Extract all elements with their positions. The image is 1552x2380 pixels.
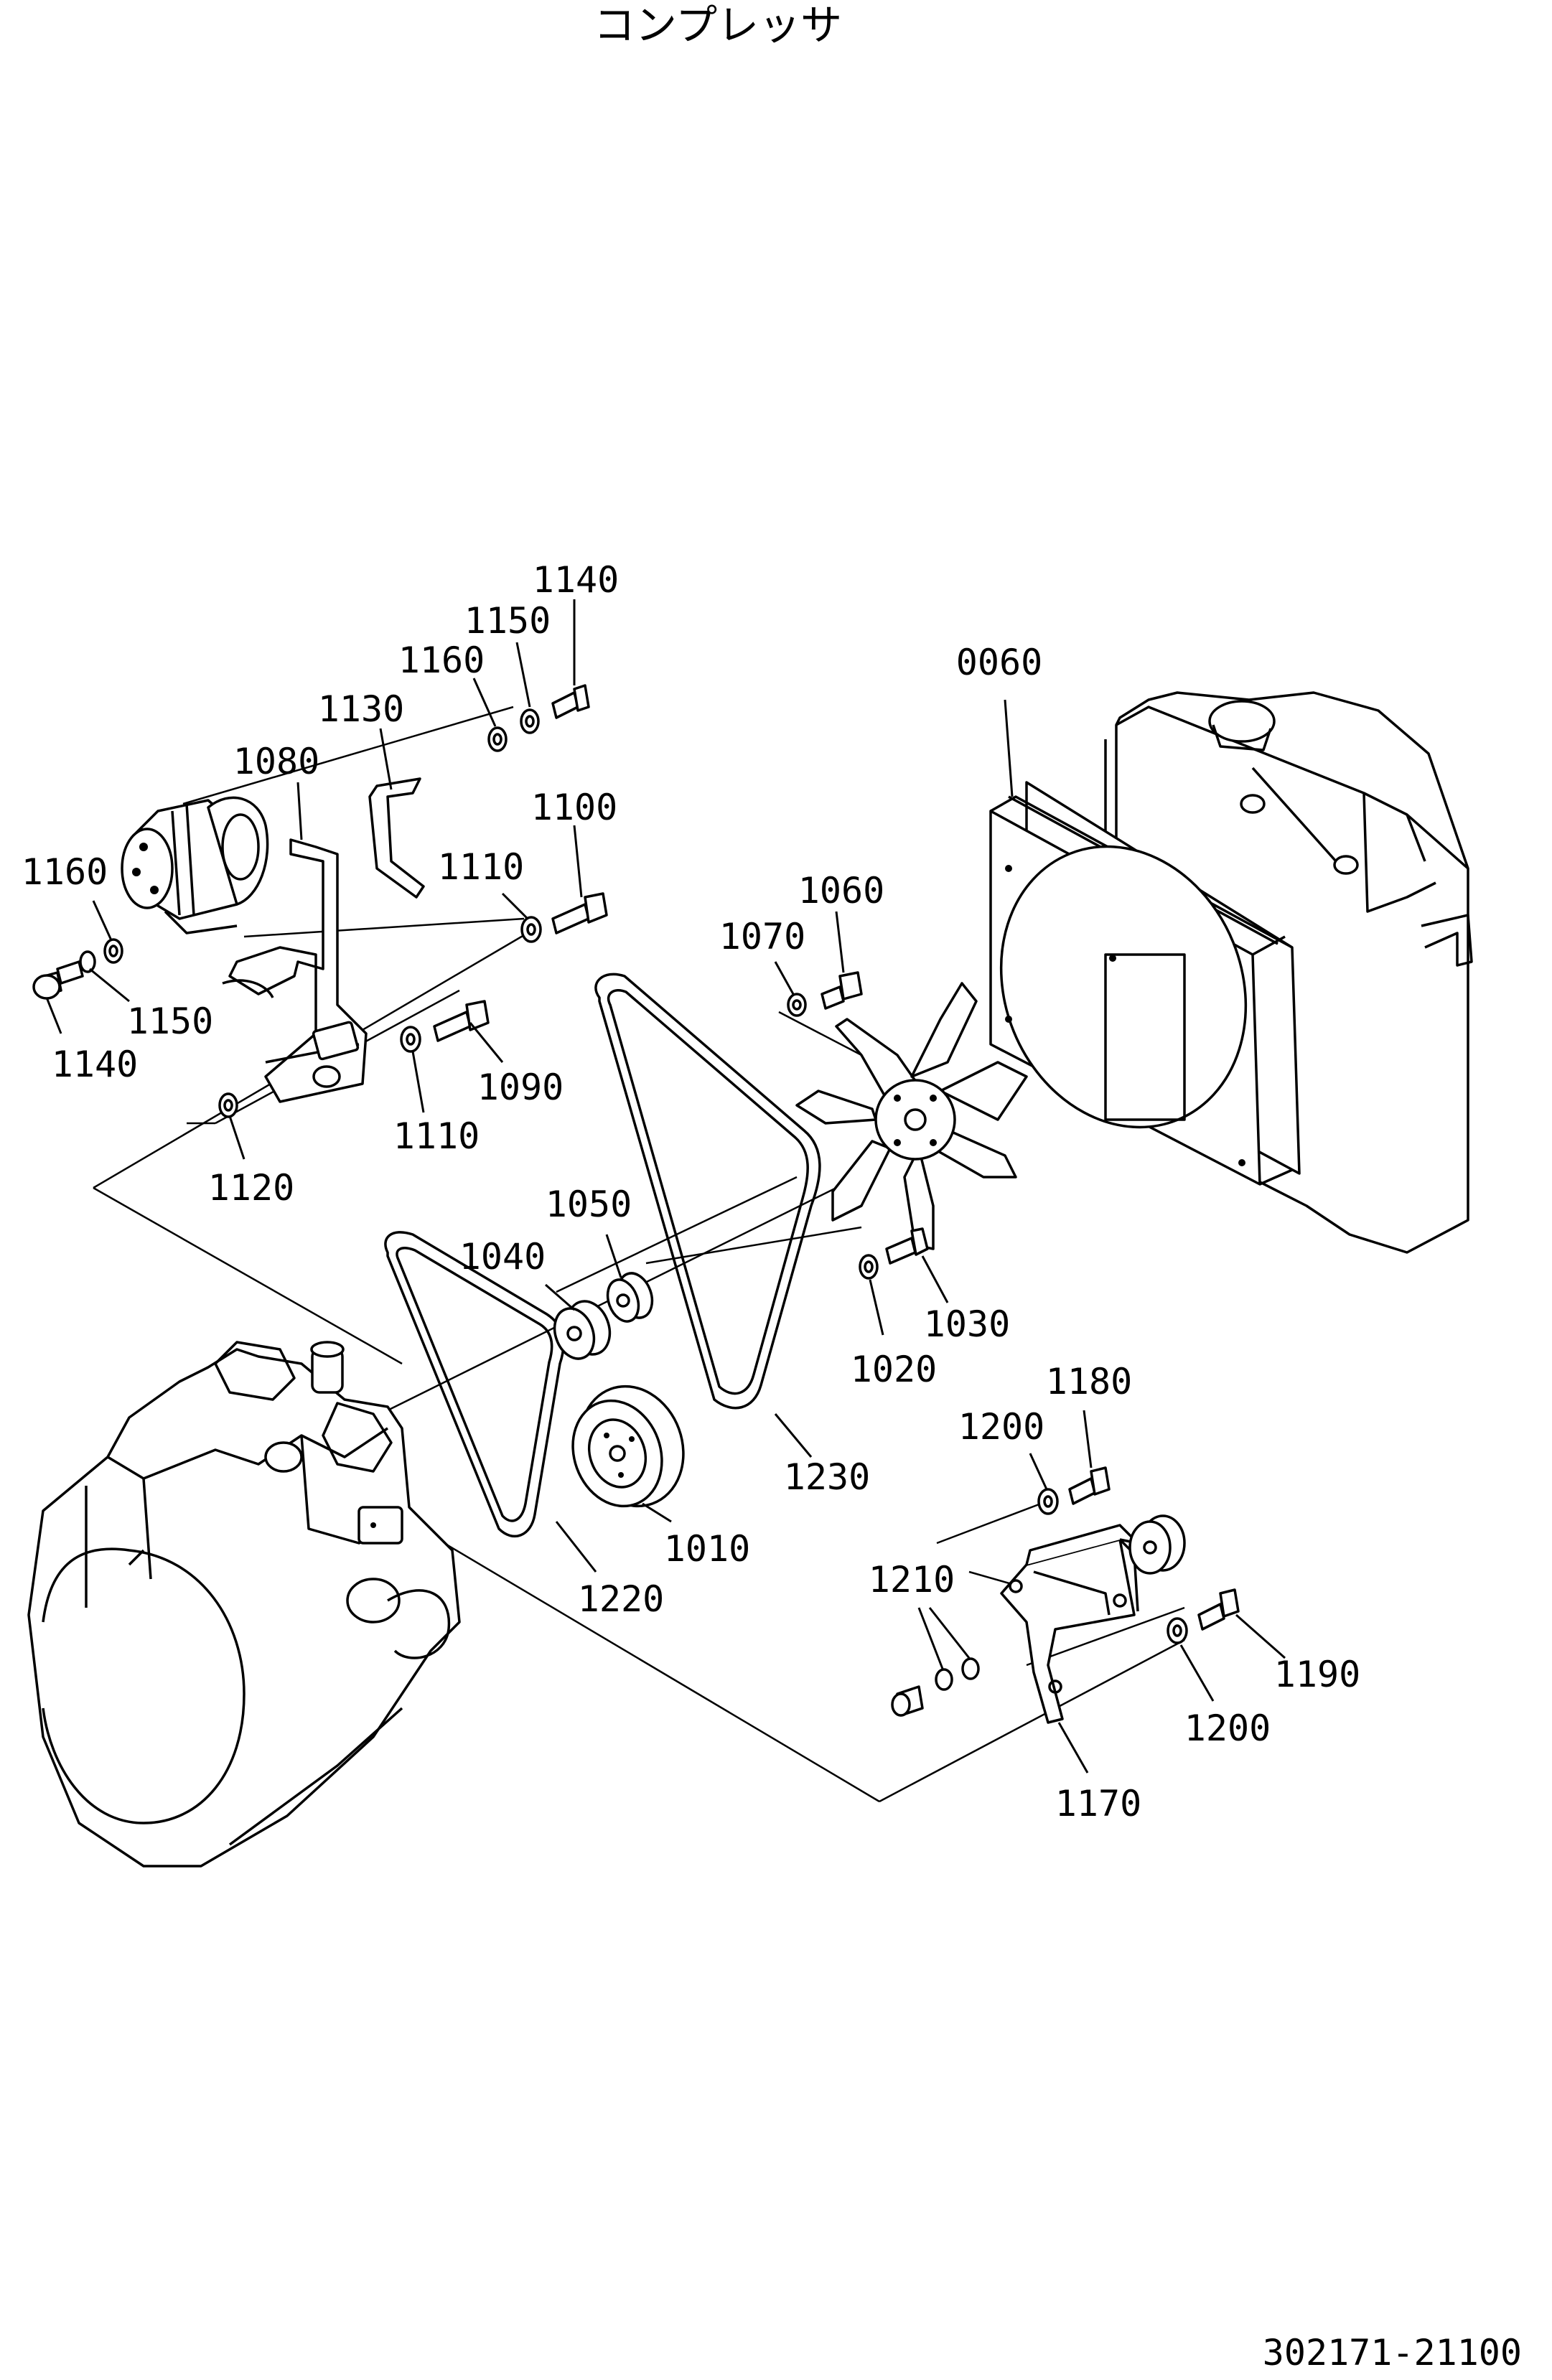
label-1170: 1170 [1055,1783,1141,1824]
compressor-bracket [222,838,368,1103]
bolt-1140-left [32,960,84,1000]
cooling-fan [795,982,1028,1250]
label-1190: 1190 [1274,1654,1360,1695]
bolt-1030 [885,1227,929,1265]
leader-lines [45,599,1286,1774]
rubber-mount [1128,1514,1186,1575]
part-number-labels: 1140 1150 1160 1130 1080 1100 1110 1160 … [22,559,1360,1824]
label-1020: 1020 [851,1349,937,1390]
washer-1150-left [79,950,96,973]
washer-1110-bottom [400,1026,421,1053]
label-1070: 1070 [719,916,805,957]
belt-1230 [594,973,821,1410]
washer-1160-top [487,726,508,752]
label-1160-left: 1160 [22,851,108,893]
label-1220: 1220 [578,1578,664,1620]
bolt-1090 [433,1000,490,1042]
label-1100: 1100 [531,787,617,828]
label-0060: 0060 [956,642,1042,683]
washer-1200-top [1037,1488,1059,1515]
label-1200-top: 1200 [958,1406,1044,1448]
label-1160-top: 1160 [398,639,485,681]
label-1010: 1010 [664,1528,750,1570]
diagram-title: コンプレッサ [594,1,842,50]
label-1120: 1120 [208,1167,294,1209]
label-1060: 1060 [798,870,884,912]
washer-1200-bottom [1167,1617,1188,1644]
label-1110-bottom: 1110 [393,1115,480,1157]
label-1180: 1180 [1046,1361,1132,1402]
label-1150-left: 1150 [127,1001,213,1042]
bracket-1130 [368,777,425,899]
label-1050: 1050 [546,1184,632,1225]
label-1110-top: 1110 [438,846,524,888]
label-1200-bottom: 1200 [1184,1707,1271,1749]
label-1150-top: 1150 [464,600,551,642]
document-number: 302171-21100 [1263,2332,1522,2374]
compressor [121,796,269,934]
bolt-1140-top [551,684,590,719]
bushing-1210 [891,1657,980,1717]
belt-1220 [384,1231,565,1537]
washer-1160-left [103,938,123,964]
washer-1150-top [520,708,540,734]
bolt-1100 [551,892,608,934]
assembly-guide-lines [93,706,1185,1803]
bolt-1180 [1068,1466,1111,1505]
label-1130: 1130 [318,688,404,730]
label-1230: 1230 [784,1456,870,1498]
washer-1120 [218,1092,238,1118]
label-1140-left: 1140 [52,1044,138,1085]
bolt-1190 [1197,1588,1240,1631]
label-1210: 1210 [869,1559,955,1601]
bracket-1170 [1000,1524,1139,1724]
label-1080: 1080 [233,741,319,782]
label-1030: 1030 [924,1303,1010,1345]
label-1040: 1040 [459,1236,546,1278]
engine-block [27,1341,461,1868]
washer-1110-top [520,916,542,943]
spacer-1040 [553,1300,612,1360]
label-1090: 1090 [477,1067,564,1108]
washer-1070 [787,993,807,1017]
fan-shroud [989,781,1301,1186]
crank-pulley [571,1385,685,1508]
label-1140-top: 1140 [533,559,619,601]
spacer-1050 [606,1272,654,1323]
washer-1020 [859,1254,879,1280]
bolt-1060 [821,971,863,1010]
